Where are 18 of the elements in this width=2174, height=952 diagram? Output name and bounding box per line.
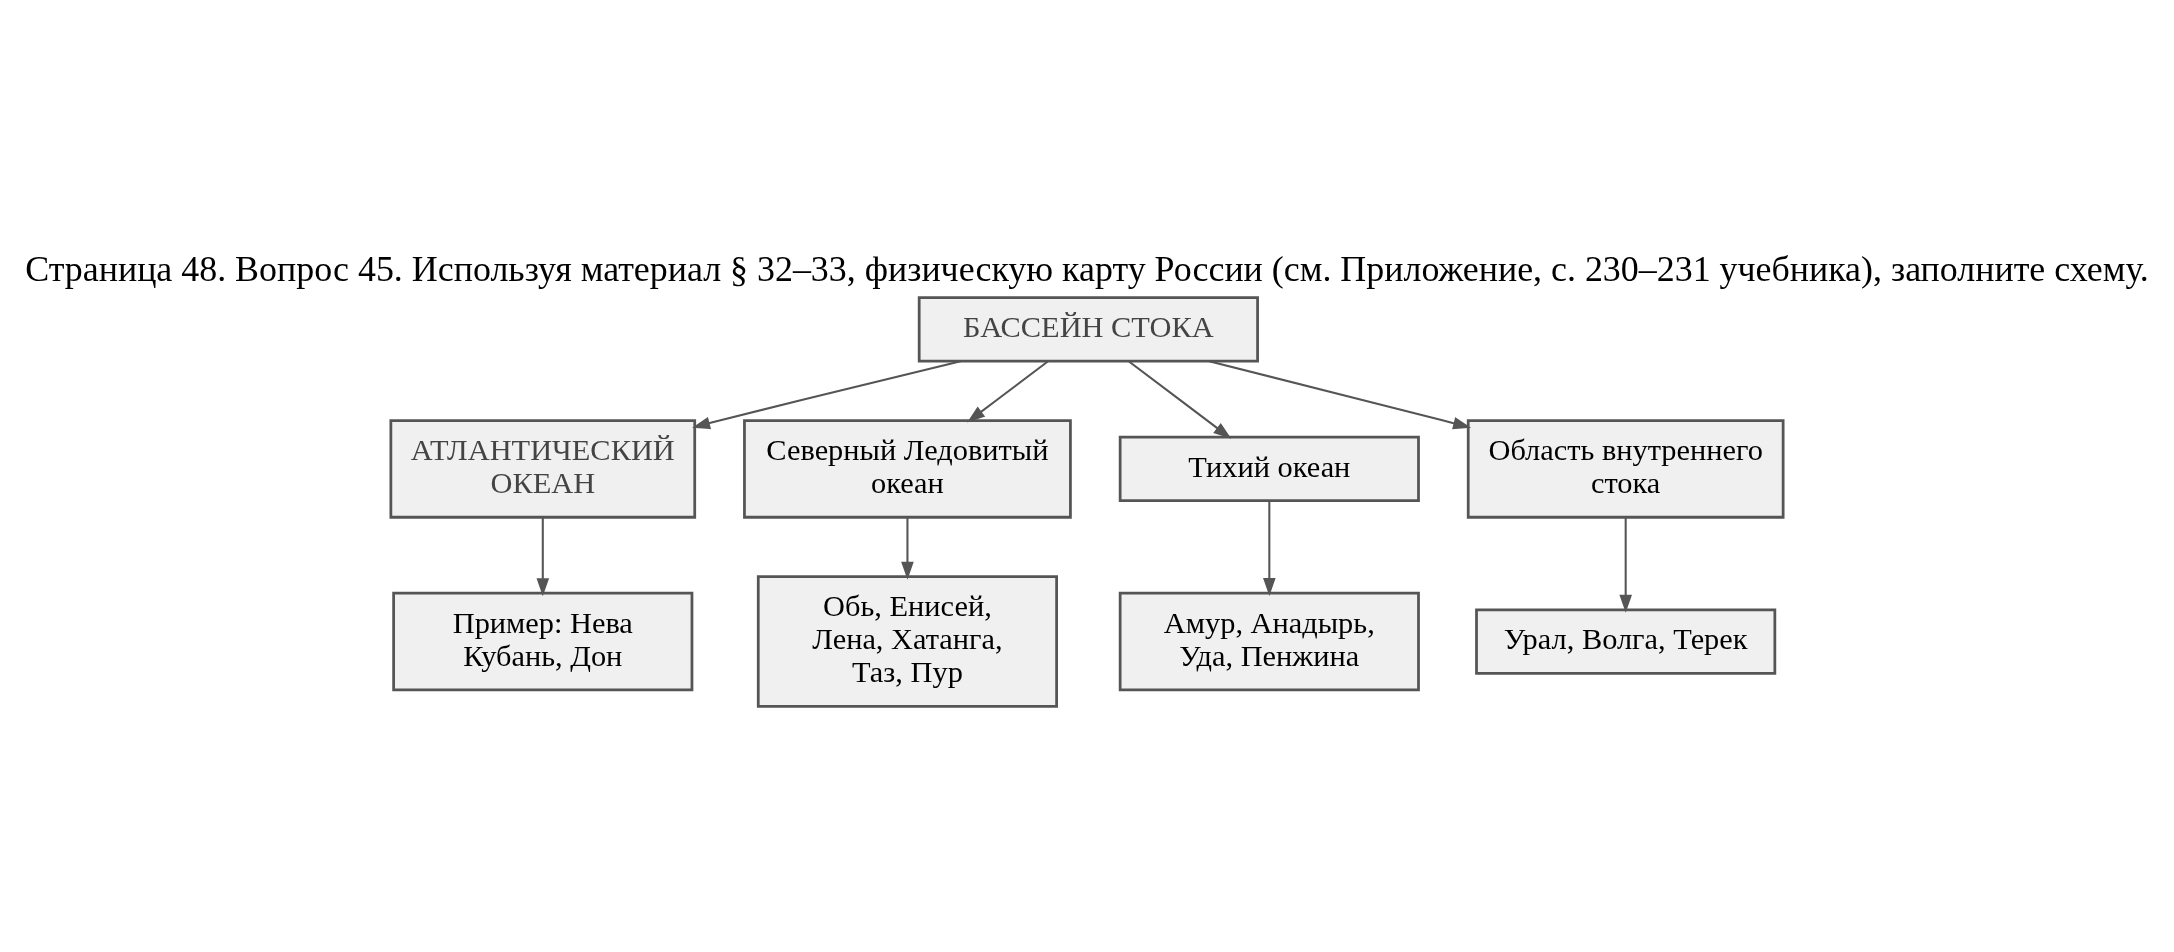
node-box: АТЛАНТИЧЕСКИЙ ОКЕАН [389,418,697,519]
node-box: БАССЕЙН СТОКА [917,295,1259,363]
diagram-title: Страница 48. Вопрос 45. Используя материал § 32–33, физическую карту России (см. Приложение, с. 230–231 учебника), заполните схему. [25,248,2149,289]
arrow [901,517,914,580]
arrow [536,517,550,596]
arrow [1263,500,1276,596]
arrow [1619,517,1632,613]
node-box: Область внутреннего стока [1466,418,1785,519]
node-box: Урал, Волга, Терек [1475,607,1777,675]
node-box: Северный Ледовитый океан [743,418,1072,519]
arrow [1208,359,1472,429]
arrow [1128,360,1232,439]
node-box: Тихий океан [1118,435,1420,502]
node-box: Обь, Енисей, Лена, Хатанга, Таз, Пур [756,574,1058,708]
node-box: Амур, Анадырь, Уда, Пенжина [1118,591,1420,691]
arrow [967,360,1049,422]
arrow [692,359,961,429]
node-box: Пример: Нева Кубань, Дон [392,591,694,691]
